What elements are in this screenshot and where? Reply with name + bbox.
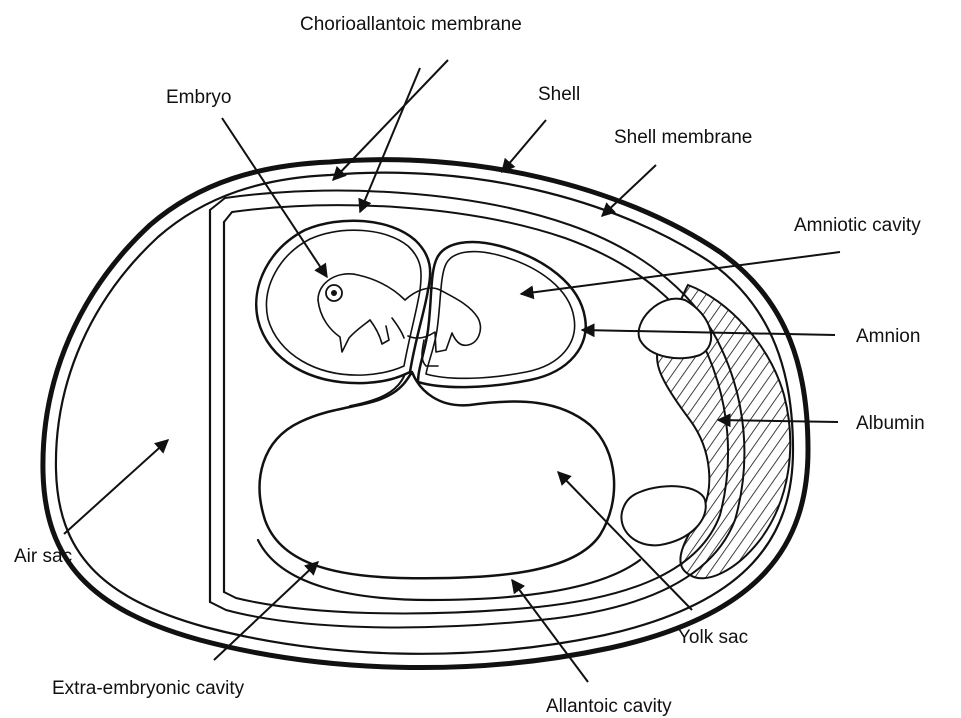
label-amniotic-cavity: Amniotic cavity xyxy=(794,215,921,236)
arrow-air-sac xyxy=(64,440,168,534)
arrow-allantoic-cavity xyxy=(512,580,588,682)
amniotic-chamber xyxy=(418,242,586,387)
arrow-amniotic-cavity xyxy=(521,252,840,294)
label-air-sac: Air sac xyxy=(14,546,72,567)
label-shell-membrane: Shell membrane xyxy=(614,127,752,148)
embryo-chamber xyxy=(256,221,430,383)
embryo xyxy=(318,274,480,366)
label-extra-embryonic-cavity: Extra-embryonic cavity xyxy=(52,678,245,699)
label-yolk-sac: Yolk sac xyxy=(678,627,748,648)
label-albumin: Albumin xyxy=(856,413,925,434)
chorioallantoic-membrane-lining xyxy=(210,191,744,628)
arrow-shell-membrane xyxy=(602,165,656,216)
label-amnion: Amnion xyxy=(856,326,920,347)
arrow-shell xyxy=(502,120,546,172)
shell-membrane xyxy=(56,173,793,654)
label-shell: Shell xyxy=(538,84,580,105)
label-allantoic-cavity: Allantoic cavity xyxy=(546,696,672,717)
embryo-chamber-inner xyxy=(266,230,421,375)
label-embryo: Embryo xyxy=(166,87,231,108)
label-chorioallantoic-membrane: Chorioallantoic membrane xyxy=(300,14,522,35)
allantoic-cavity-wall xyxy=(258,540,640,600)
arrow-chorioallantoic-2 xyxy=(360,68,420,212)
